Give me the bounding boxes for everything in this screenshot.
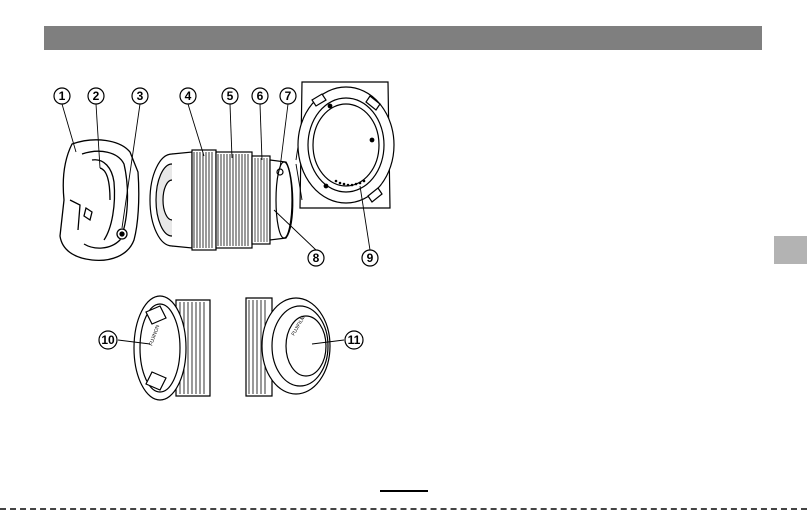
- svg-text:2: 2: [93, 89, 100, 103]
- svg-text:7: 7: [285, 89, 292, 103]
- callout-6: 6: [252, 88, 268, 104]
- svg-text:9: 9: [367, 251, 374, 265]
- svg-text:5: 5: [227, 89, 234, 103]
- zoom-ring-grip: [194, 152, 212, 248]
- callout-5: 5: [222, 88, 238, 104]
- callout-8: 8: [308, 250, 324, 266]
- callout-7: 7: [280, 88, 296, 104]
- svg-text:11: 11: [348, 333, 361, 347]
- callout-10: 10: [99, 331, 117, 349]
- lens-body: [150, 150, 293, 250]
- rear-lens-cap: FUJIFILM: [246, 298, 330, 396]
- svg-text:3: 3: [137, 89, 144, 103]
- svg-text:8: 8: [313, 251, 320, 265]
- front-lens-cap: FUJINON: [134, 296, 210, 400]
- callout-9: 9: [362, 250, 378, 266]
- callout-2: 2: [88, 88, 104, 104]
- mount-inset: [296, 82, 394, 208]
- svg-text:1: 1: [59, 89, 66, 103]
- svg-text:10: 10: [101, 333, 115, 347]
- callout-4: 4: [180, 88, 196, 104]
- page-number-underline: [380, 490, 428, 492]
- callout-3: 3: [132, 88, 148, 104]
- callout-1: 1: [54, 88, 70, 104]
- callout-11: 11: [345, 331, 363, 349]
- svg-text:6: 6: [257, 89, 264, 103]
- svg-text:4: 4: [185, 89, 192, 103]
- page-bottom-border: [0, 508, 807, 510]
